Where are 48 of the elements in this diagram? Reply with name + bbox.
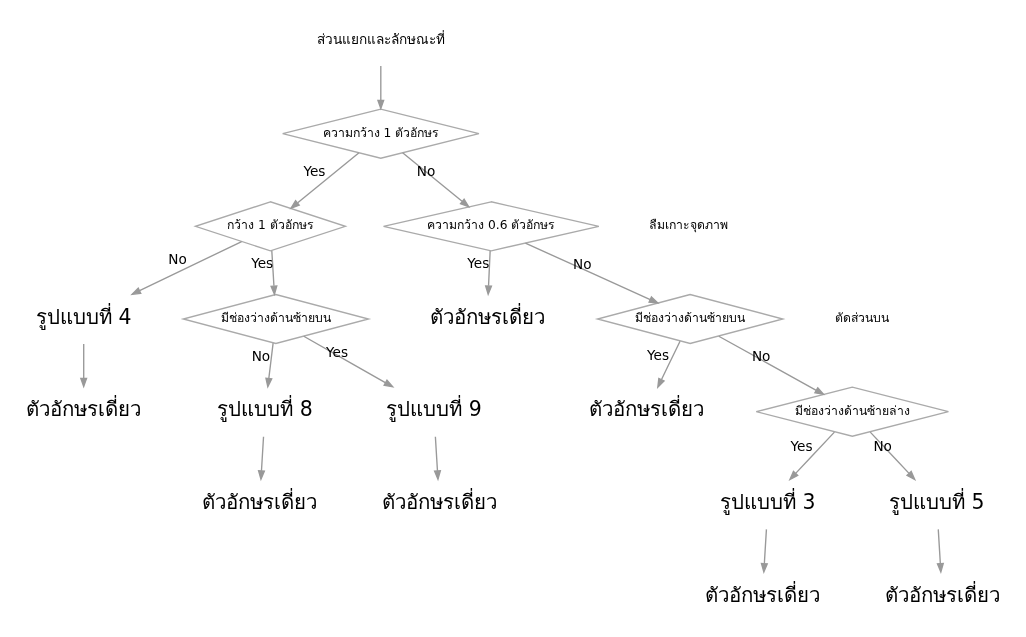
node-text: ส่วนแยกและลักษณะที่ <box>316 30 445 47</box>
node-diamond: ความกว้าง 1 ตัวอักษร <box>282 107 480 159</box>
arrow <box>788 430 836 481</box>
edge-label: Yes <box>647 346 669 363</box>
arrow <box>79 342 88 389</box>
node-text: ตัวอักษรเดี่ยว <box>381 489 497 514</box>
arrow <box>257 435 266 481</box>
arrow <box>936 528 945 574</box>
label: ลืมเกาะจุดภาพ <box>649 217 729 232</box>
edge-label: Yes <box>790 437 813 454</box>
node-text: ตัวอักษรเดี่ยว <box>202 489 318 514</box>
arrow <box>656 340 681 389</box>
arrow <box>270 249 278 296</box>
node-diamond: มีช่องว่างด้านซ้ายบน <box>180 293 372 344</box>
node-text: รูปแบบที่ 4 <box>35 304 132 329</box>
arrow <box>401 151 471 208</box>
arrow <box>869 430 917 481</box>
label: ตัดส่วนบน <box>834 310 889 325</box>
node-text: ตัวอักษรเดี่ยว <box>429 304 545 329</box>
edge-label: No <box>751 347 771 364</box>
node-text: รูปแบบที่ 3 <box>720 489 816 514</box>
arrow <box>130 240 243 295</box>
arrow <box>760 528 769 574</box>
edge-label: Yes <box>467 254 490 271</box>
node-text: รูปแบบที่ 5 <box>889 489 985 514</box>
arrow <box>718 335 826 395</box>
node-text: ตัวอักษรเดี่ยว <box>589 396 705 421</box>
edge-label: Yes <box>303 162 326 179</box>
node-text: ตัวอักษรเดี่ยว <box>884 582 1000 607</box>
edge-label: No <box>251 347 271 364</box>
edge-label: Yes <box>326 343 349 360</box>
node-diamond: ความกว้าง 0.6 ตัวอักษร <box>382 200 600 252</box>
edge-label: No <box>416 162 436 179</box>
arrow <box>484 249 493 296</box>
arrow <box>377 64 385 111</box>
node-text: รูปแบบที่ 8 <box>217 396 313 421</box>
node-text: รูปแบบที่ 9 <box>386 396 482 421</box>
arrow <box>303 335 395 388</box>
edge-label: No <box>572 255 592 272</box>
edge-label: Yes <box>251 254 274 271</box>
edge-label: No <box>168 250 187 267</box>
node-text: ตัวอักษรเดี่ยว <box>26 396 142 421</box>
arrow <box>524 242 660 304</box>
edge-label: No <box>873 437 892 454</box>
arrow <box>433 435 442 481</box>
arrow <box>265 341 274 389</box>
node-text: ตัวอักษรเดี่ยว <box>704 582 820 607</box>
arrow <box>289 151 360 209</box>
